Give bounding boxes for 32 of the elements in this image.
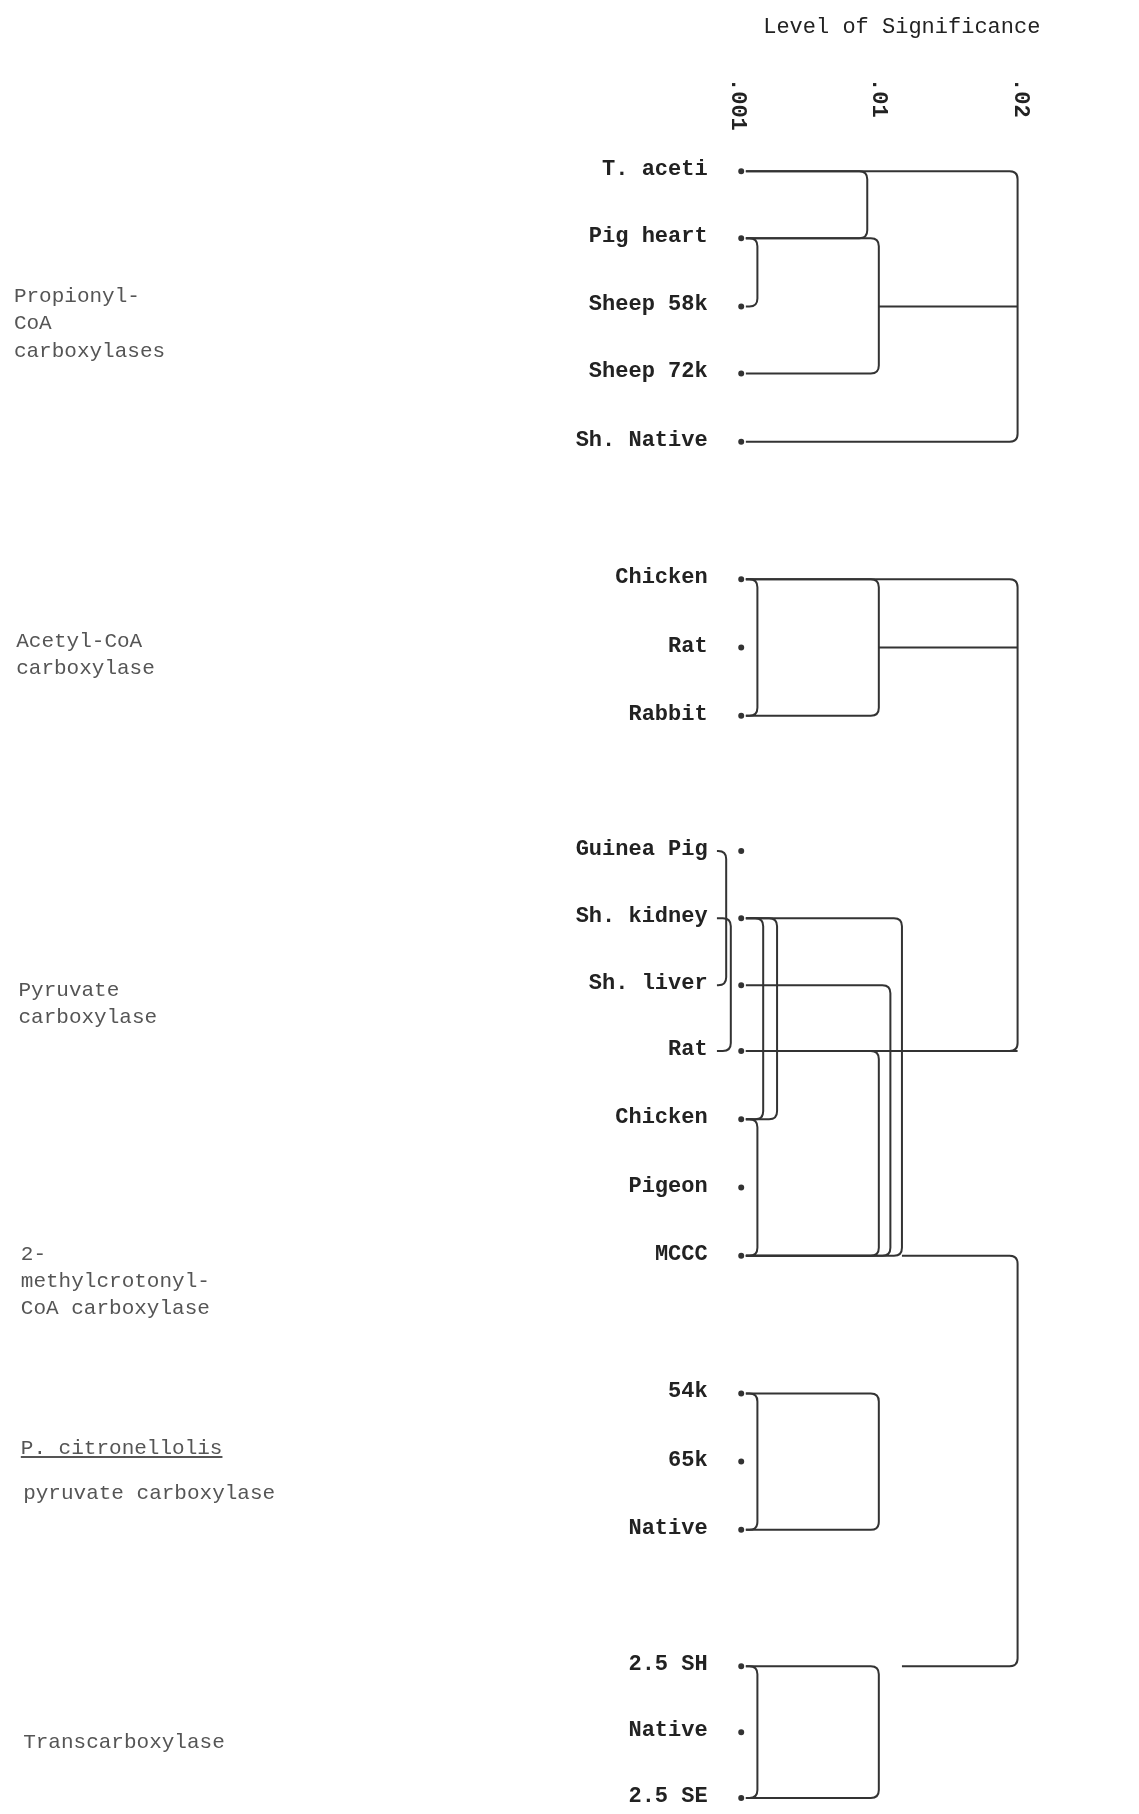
item-label: 65k (668, 1446, 708, 1475)
item-label: Sheep 72k (588, 358, 708, 387)
group-label: 2-methylcrotonyl-CoA carboxylase (20, 1241, 210, 1323)
item-label: 54k (668, 1378, 708, 1407)
axis-title: Level of Significance (763, 13, 1041, 42)
item-label: Chicken (615, 564, 708, 593)
item-label: Sh. liver (588, 970, 708, 999)
item-label: T. aceti (602, 156, 708, 185)
item-label: Rabbit (628, 700, 708, 729)
group-label: Propionyl-CoA carboxylases (13, 284, 166, 365)
item-label: Rat (668, 1036, 708, 1065)
group-label: Pyruvate carboxylase (18, 977, 158, 1032)
item-label: Pig heart (588, 223, 708, 252)
item-label: Sh. kidney (575, 903, 708, 932)
item-label: Native (628, 1514, 708, 1543)
axis-tick-label: .02 (1007, 78, 1035, 118)
item-label: 2.5 SH (628, 1651, 708, 1680)
item-label: MCCC (654, 1240, 708, 1269)
item-label: Native (628, 1717, 708, 1746)
item-label: 2.5 SE (628, 1783, 708, 1812)
axis-tick-label: .01 (864, 78, 892, 118)
item-label: Rat (668, 632, 708, 661)
item-label: Sheep 58k (588, 291, 708, 320)
axis-tick-label: .001 (723, 78, 751, 131)
group-label: Transcarboxylase (23, 1729, 225, 1756)
group-label: Acetyl-CoA carboxylase (16, 628, 155, 682)
item-label: Guinea Pig (575, 836, 708, 865)
group-label: pyruvate carboxylase (23, 1481, 276, 1507)
item-label: Sh. Native (575, 426, 708, 455)
item-label: Pigeon (628, 1172, 708, 1201)
item-label: Chicken (615, 1104, 708, 1133)
group-label: P. citronellolis (20, 1435, 223, 1462)
